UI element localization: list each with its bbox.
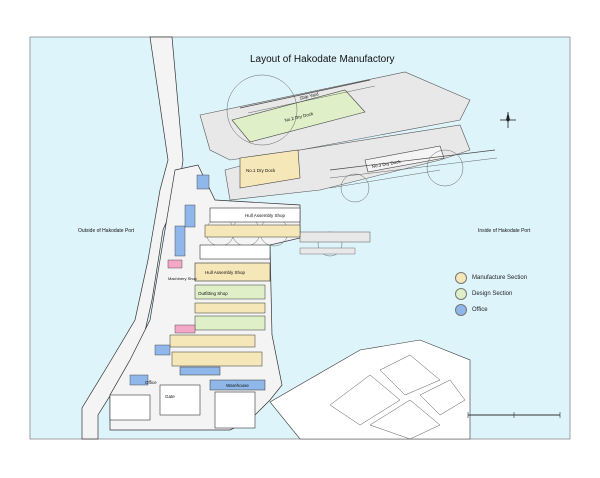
assembly-shop	[209, 207, 301, 223]
label-inside-port: Inside of Hakodate Port	[478, 228, 531, 234]
legend-swatch	[455, 304, 467, 316]
legend-label: Manufacture Section	[472, 275, 528, 281]
legend-item-design: Design Section	[455, 286, 527, 302]
legend-swatch	[455, 272, 467, 284]
dock-3	[364, 145, 445, 173]
dock-2	[231, 89, 366, 143]
label-office: Office	[145, 380, 157, 385]
legend-item-office: Office	[455, 302, 527, 318]
compass-icon	[500, 112, 516, 128]
map-legend: Manufacture Section Design Section Offic…	[455, 270, 527, 318]
legend-label: Design Section	[472, 291, 513, 297]
map-title: Layout of Hakodate Manufactory	[250, 54, 395, 65]
label-no1-assembly-shop: Hull Assembly Shop	[205, 270, 246, 275]
legend-label: Office	[472, 307, 488, 313]
dock-1	[239, 149, 301, 189]
label-warehouse: Warehouse	[226, 383, 249, 388]
label-assembly-shop: Hull Assembly Shop	[245, 213, 286, 218]
label-dock-1: No.1 Dry Dock	[246, 168, 276, 173]
legend-item-manufacture: Manufacture Section	[455, 270, 527, 286]
label-outfitting: Outfitting Shop	[198, 291, 228, 296]
label-machinery-shop: Machinery Shop	[168, 276, 198, 281]
label-ship-yard: Ship Yard	[299, 91, 319, 101]
label-outside-port: Outside of Hakodate Port	[78, 228, 135, 234]
warehouse-building	[209, 379, 266, 391]
label-gate: Gate	[165, 394, 175, 399]
no1-assembly-shop	[194, 262, 271, 282]
legend-swatch	[455, 288, 467, 300]
label-dock-3: No.3 Dry Dock	[371, 159, 401, 169]
